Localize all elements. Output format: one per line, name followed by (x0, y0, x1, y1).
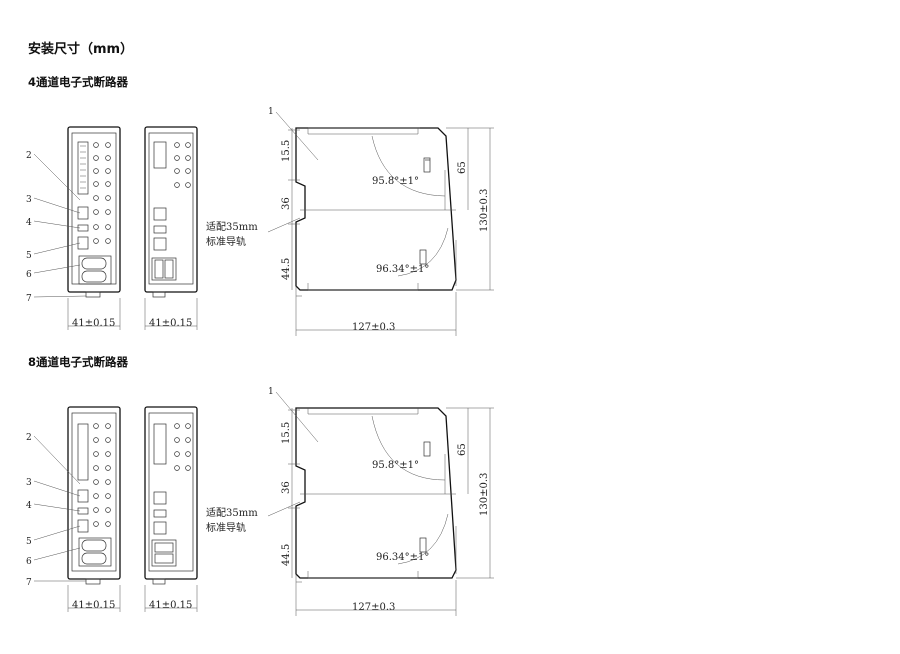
front-width-dimension: 41±0.15 (72, 318, 115, 329)
callout-7: 7 (26, 578, 32, 588)
dim-depth: 127±0.3 (352, 322, 395, 333)
callout-2: 2 (26, 433, 32, 443)
rail-label-line-2: 标准导轨 (206, 235, 246, 248)
side-view (267, 111, 494, 336)
angle-bottom-label: 96.34°±1° (376, 264, 429, 275)
dim-65: 65 (457, 161, 468, 174)
dim-depth: 127±0.3 (352, 602, 395, 613)
dim-36: 36 (281, 197, 292, 210)
callout-7: 7 (26, 294, 32, 304)
back-width-dimension: 41±0.15 (149, 600, 192, 611)
front-view (33, 126, 121, 330)
back-view (144, 126, 198, 330)
section-title-8ch: 8通道电子式断路器 (28, 355, 129, 369)
callout-1: 1 (268, 387, 274, 397)
callout-3: 3 (26, 195, 32, 205)
back-view (144, 406, 198, 612)
angle-top-label: 95.8°±1° (372, 176, 419, 187)
callout-5: 5 (26, 251, 32, 261)
rail-label-line-2: 标准导轨 (206, 521, 246, 534)
callout-1: 1 (268, 107, 274, 117)
callout-6: 6 (26, 270, 32, 280)
dim-15-5: 15.5 (281, 140, 292, 162)
dim-height: 130±0.3 (479, 189, 490, 232)
rail-label-line-1: 适配35mm (206, 507, 258, 519)
rail-label-line-1: 适配35mm (206, 221, 258, 233)
dim-44-5: 44.5 (281, 544, 292, 566)
side-view (267, 391, 494, 616)
dim-height: 130±0.3 (479, 473, 490, 516)
callout-4: 4 (26, 501, 32, 511)
dim-65: 65 (457, 443, 468, 456)
back-width-dimension: 41±0.15 (149, 318, 192, 329)
dim-44-5: 44.5 (281, 258, 292, 280)
front-width-dimension: 41±0.15 (72, 600, 115, 611)
section-title-4ch: 4通道电子式断路器 (28, 75, 129, 89)
angle-bottom-label: 96.34°±1° (376, 552, 429, 563)
callout-6: 6 (26, 557, 32, 567)
callout-3: 3 (26, 478, 32, 488)
callout-5: 5 (26, 537, 32, 547)
drawing-8ch: 2 3 4 5 6 7 41±0.15 41±0.15 (26, 387, 494, 616)
page-title: 安装尺寸（mm） (28, 42, 134, 57)
callout-2: 2 (26, 151, 32, 161)
dim-36: 36 (281, 481, 292, 494)
callout-4: 4 (26, 218, 32, 228)
dim-15-5: 15.5 (281, 422, 292, 444)
front-view (33, 406, 121, 612)
angle-top-label: 95.8°±1° (372, 460, 419, 471)
drawing-4ch: 2 3 4 5 6 7 41±0.15 41±0.15 (26, 107, 494, 336)
